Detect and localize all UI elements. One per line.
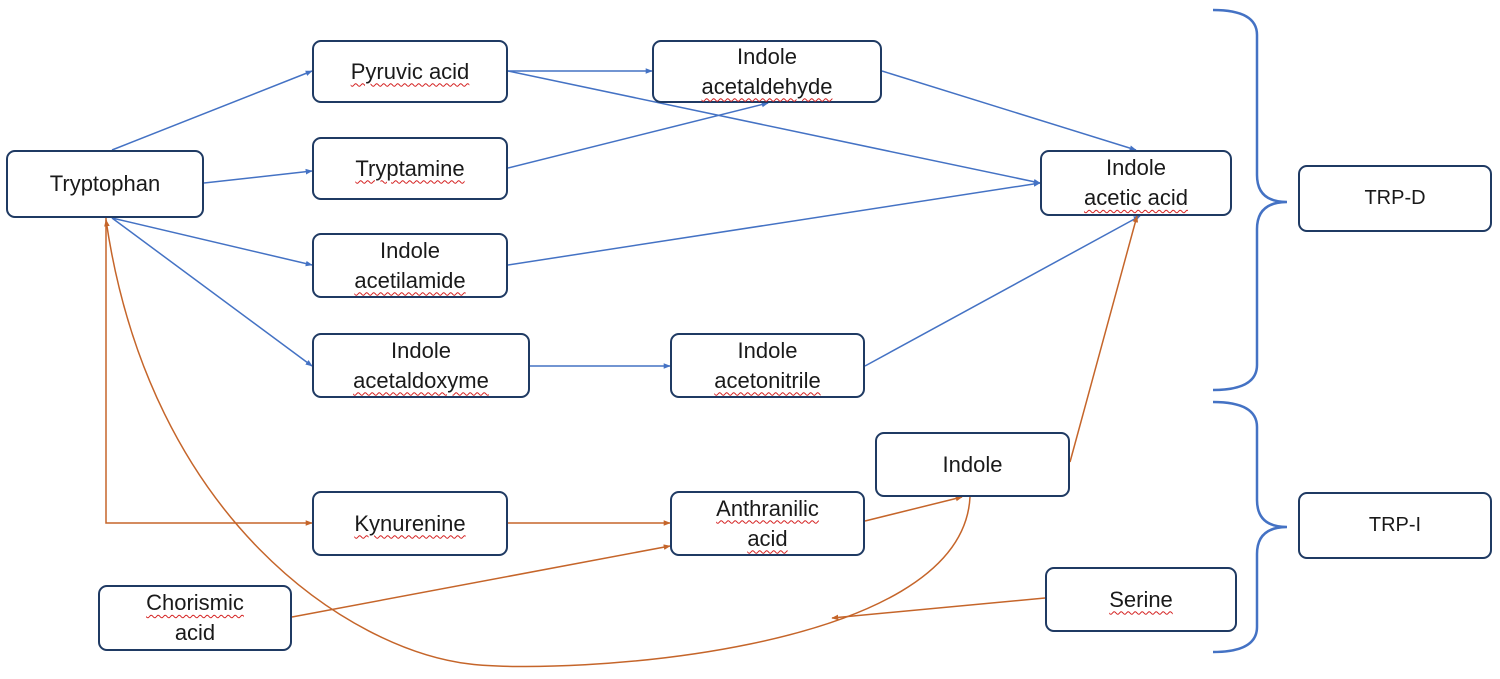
node-indole-acetonitrile-line2: acetonitrile [714,367,821,393]
node-indole: Indole [875,432,1070,497]
arrow-tryptophan-to-pyruvic-acid [111,70,313,151]
arrow-tryptophan-to-kynurenine [105,218,313,526]
arrow-indole-acetonitrile-to-indole-acetic-acid [864,215,1141,367]
arrow-indole-acetilamide-to-indole-acetic-acid [507,181,1041,266]
arrow-tryptophan-to-indole-acetaldoxyme [111,217,313,367]
brace-trp-i [1212,400,1288,654]
node-indole-acetic-acid-line1: Indole [1106,155,1166,180]
arrow-pyruvic-acid-to-indole-acetic-acid [507,70,1041,185]
node-chorismic-acid-line2: acid [174,620,216,645]
node-pyruvic-acid: Pyruvic acid [312,40,508,103]
arrow-tryptophan-to-tryptamine [203,168,313,184]
arrow-indole-to-tryptophan-curve [104,219,971,668]
node-indole-label: Indole [942,451,1003,477]
node-indole-acetilamide-line1: Indole [380,237,440,263]
group-label-trp-d-text: TRP-D [1364,187,1426,209]
node-tryptophan-label: Tryptophan [49,171,161,196]
node-anthranilic-acid-line1: Anthranilic [716,495,819,521]
node-indole-acetaldehyde-line2: acetaldehyde [701,73,833,99]
group-label-trp-d: TRP-D [1298,165,1492,232]
node-indole-acetaldoxyme: Indole acetaldoxyme [312,333,530,398]
node-chorismic-acid-line1: Chorismic [146,590,244,615]
node-serine-label: Serine [1109,586,1173,612]
brace-trp-d [1212,8,1288,392]
node-anthranilic-acid-line2: acid [747,525,788,551]
arrow-anthranilic-acid-to-indole [864,495,963,522]
node-indole-acetonitrile-line1: Indole [737,337,798,363]
node-tryptophan: Tryptophan [6,150,204,218]
node-tryptamine: Tryptamine [312,137,508,200]
node-tryptamine-label: Tryptamine [355,155,465,181]
node-indole-acetic-acid: Indole acetic acid [1040,150,1232,216]
node-indole-acetilamide: Indole acetilamide [312,233,508,298]
arrow-indole-to-indole-acetic-acid [1069,215,1139,463]
node-indole-acetaldehyde-line1: Indole [737,43,797,69]
group-label-trp-i-text: TRP-I [1368,514,1422,536]
node-indole-acetilamide-line2: acetilamide [354,267,466,293]
node-kynurenine: Kynurenine [312,491,508,556]
group-label-trp-i: TRP-I [1298,492,1492,559]
node-anthranilic-acid: Anthranilic acid [670,491,865,556]
node-indole-acetonitrile: Indole acetonitrile [670,333,865,398]
node-indole-acetaldehyde: Indole acetaldehyde [652,40,882,103]
node-pyruvic-acid-label: Pyruvic acid [350,58,470,84]
node-serine: Serine [1045,567,1237,632]
node-indole-acetaldoxyme-line2: acetaldoxyme [353,367,489,393]
arrow-tryptamine-to-indole-acetaldehyde [507,101,769,169]
node-indole-acetaldoxyme-line1: Indole [391,337,451,363]
arrow-tryptophan-to-indole-acetilamide [111,217,313,267]
node-indole-acetic-acid-line2: acetic acid [1084,185,1188,210]
node-chorismic-acid: Chorismic acid [98,585,292,651]
node-kynurenine-label: Kynurenine [354,510,466,536]
arrow-chorismic-acid-to-anthranilic-acid [291,544,671,618]
arrow-indole-acetaldehyde-to-indole-acetic-acid [881,70,1137,151]
arrow-serine-to-curve [831,597,1046,621]
